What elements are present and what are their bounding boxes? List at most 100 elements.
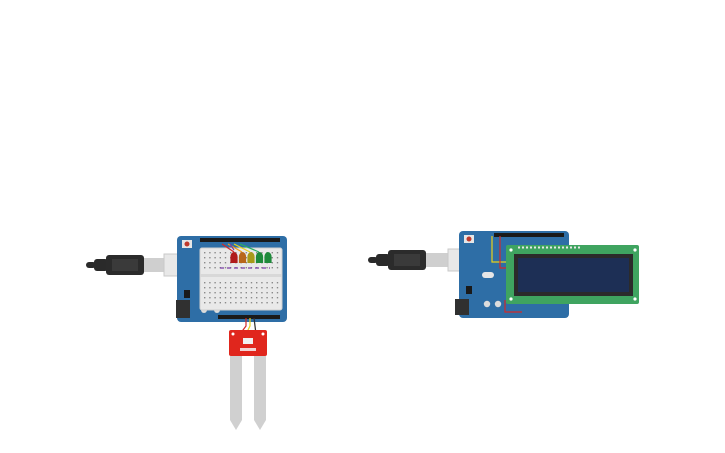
breadboard-hole[interactable] — [230, 297, 232, 299]
breadboard-hole[interactable] — [230, 287, 232, 289]
breadboard-hole[interactable] — [235, 302, 237, 304]
breadboard-hole[interactable] — [245, 302, 247, 304]
breadboard-hole[interactable] — [245, 282, 247, 284]
breadboard-hole[interactable] — [209, 262, 211, 264]
breadboard-hole[interactable] — [209, 297, 211, 299]
breadboard-hole[interactable] — [230, 252, 232, 254]
breadboard-hole[interactable] — [261, 287, 263, 289]
breadboard-hole[interactable] — [256, 302, 258, 304]
breadboard-hole[interactable] — [271, 267, 273, 269]
breadboard-hole[interactable] — [261, 297, 263, 299]
breadboard-hole[interactable] — [219, 257, 221, 259]
lcd-circuit[interactable] — [368, 231, 639, 318]
breadboard-hole[interactable] — [204, 262, 206, 264]
breadboard-hole[interactable] — [256, 282, 258, 284]
breadboard-hole[interactable] — [219, 297, 221, 299]
breadboard-hole[interactable] — [266, 297, 268, 299]
breadboard-hole[interactable] — [235, 297, 237, 299]
breadboard-hole[interactable] — [219, 252, 221, 254]
breadboard-hole[interactable] — [240, 292, 242, 294]
breadboard-hole[interactable] — [271, 282, 273, 284]
led-green[interactable] — [255, 252, 264, 263]
breadboard-hole[interactable] — [230, 292, 232, 294]
breadboard-hole[interactable] — [204, 282, 206, 284]
breadboard-hole[interactable] — [214, 262, 216, 264]
breadboard-hole[interactable] — [245, 292, 247, 294]
breadboard-hole[interactable] — [204, 297, 206, 299]
breadboard-hole[interactable] — [219, 292, 221, 294]
breadboard-hole[interactable] — [235, 252, 237, 254]
breadboard-hole[interactable] — [209, 302, 211, 304]
breadboard-hole[interactable] — [266, 282, 268, 284]
breadboard-hole[interactable] — [204, 287, 206, 289]
breadboard-hole[interactable] — [224, 267, 227, 269]
reset-button[interactable] — [184, 241, 190, 247]
breadboard-hole[interactable] — [224, 257, 227, 259]
breadboard-hole[interactable] — [209, 257, 211, 259]
breadboard-hole[interactable] — [250, 302, 253, 304]
breadboard-hole[interactable] — [204, 257, 206, 259]
breadboard-hole[interactable] — [214, 257, 216, 259]
soil-moisture-circuit[interactable] — [86, 236, 287, 430]
breadboard-hole[interactable] — [276, 297, 279, 299]
breadboard-hole[interactable] — [219, 262, 221, 264]
breadboard-hole[interactable] — [214, 297, 216, 299]
breadboard-hole[interactable] — [209, 282, 211, 284]
breadboard-hole[interactable] — [224, 282, 227, 284]
led-extra-green[interactable] — [264, 252, 272, 263]
breadboard-hole[interactable] — [266, 302, 268, 304]
lcd-pin[interactable] — [550, 246, 552, 249]
lcd-pin[interactable] — [574, 246, 576, 249]
breadboard-hole[interactable] — [235, 282, 237, 284]
breadboard-hole[interactable] — [224, 302, 227, 304]
breadboard-hole[interactable] — [271, 292, 273, 294]
breadboard-hole[interactable] — [240, 282, 242, 284]
mini-breadboard[interactable] — [199, 247, 283, 311]
breadboard-hole[interactable] — [276, 257, 279, 259]
breadboard-hole[interactable] — [276, 292, 279, 294]
breadboard-hole[interactable] — [276, 267, 279, 269]
breadboard-hole[interactable] — [266, 292, 268, 294]
lcd-pin[interactable] — [546, 246, 548, 249]
lcd-pin[interactable] — [570, 246, 572, 249]
breadboard-hole[interactable] — [214, 267, 216, 269]
breadboard-hole[interactable] — [245, 262, 247, 264]
lcd-pin[interactable] — [558, 246, 560, 249]
breadboard-hole[interactable] — [261, 302, 263, 304]
breadboard-hole[interactable] — [224, 297, 227, 299]
breadboard-hole[interactable] — [276, 252, 279, 254]
breadboard-hole[interactable] — [204, 252, 206, 254]
breadboard-hole[interactable] — [235, 287, 237, 289]
breadboard-hole[interactable] — [214, 282, 216, 284]
led-orange[interactable] — [238, 252, 247, 263]
breadboard-hole[interactable] — [276, 262, 279, 264]
breadboard-hole[interactable] — [266, 287, 268, 289]
lcd-pin[interactable] — [538, 246, 540, 249]
breadboard-hole[interactable] — [261, 252, 263, 254]
breadboard-hole[interactable] — [245, 252, 247, 254]
breadboard-hole[interactable] — [250, 292, 253, 294]
led-red[interactable] — [230, 252, 238, 263]
breadboard-hole[interactable] — [266, 267, 268, 269]
breadboard-hole[interactable] — [240, 302, 242, 304]
breadboard-hole[interactable] — [256, 252, 258, 254]
breadboard-hole[interactable] — [240, 287, 242, 289]
lcd-pin[interactable] — [578, 246, 580, 249]
lcd-pin[interactable] — [526, 246, 528, 249]
lcd-pin[interactable] — [562, 246, 564, 249]
breadboard-hole[interactable] — [209, 287, 211, 289]
breadboard-hole[interactable] — [219, 282, 221, 284]
breadboard-hole[interactable] — [224, 252, 227, 254]
breadboard-hole[interactable] — [209, 292, 211, 294]
breadboard-hole[interactable] — [271, 297, 273, 299]
breadboard-hole[interactable] — [256, 292, 258, 294]
lcd-pin[interactable] — [542, 246, 544, 249]
lcd-16x2[interactable] — [506, 245, 639, 304]
breadboard-hole[interactable] — [224, 292, 227, 294]
breadboard-hole[interactable] — [214, 287, 216, 289]
breadboard-hole[interactable] — [204, 292, 206, 294]
breadboard-hole[interactable] — [245, 287, 247, 289]
breadboard-hole[interactable] — [224, 287, 227, 289]
breadboard-hole[interactable] — [271, 252, 273, 254]
lcd-pin[interactable] — [522, 246, 524, 249]
